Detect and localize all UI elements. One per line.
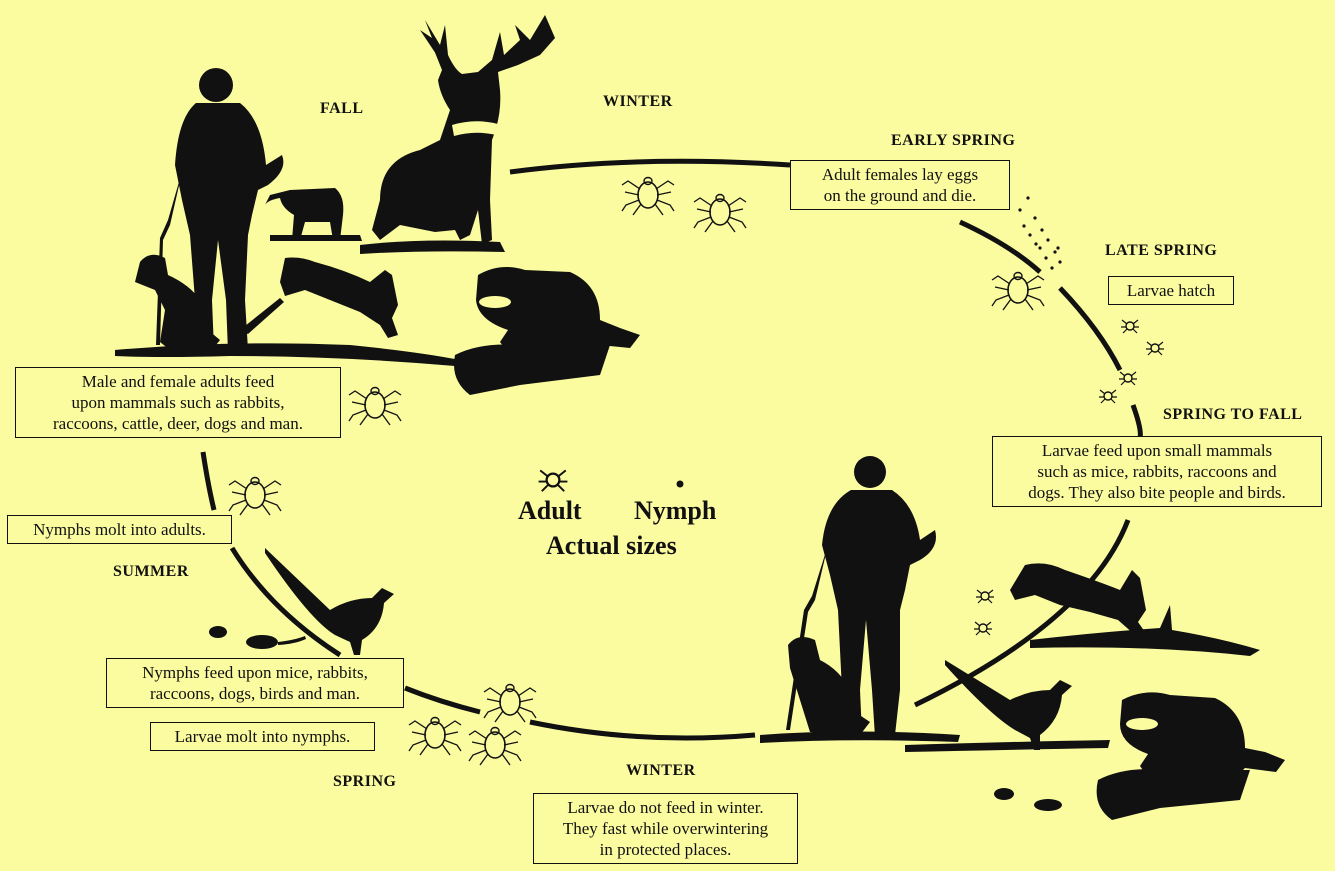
cycle-arc-lower-left xyxy=(405,688,480,712)
larvae-molt-box: Larvae molt into nymphs. xyxy=(150,722,375,751)
larva-icon xyxy=(974,622,992,635)
adult-tick-icon xyxy=(349,388,401,426)
box-line: Larvae do not feed in winter. xyxy=(540,797,791,818)
box-line: such as mice, rabbits, raccoons and xyxy=(999,461,1315,482)
box-line: Larvae hatch xyxy=(1115,280,1227,301)
adult-tick-icon xyxy=(622,178,674,216)
season-label-winter-top: WINTER xyxy=(603,93,673,111)
fall-hosts-silhouettes xyxy=(115,15,640,395)
cycle-arc-right-2 xyxy=(1133,405,1140,438)
female-tick-icon xyxy=(992,273,1044,311)
nymph-label: Nymph xyxy=(634,496,716,526)
larva-icon xyxy=(1146,342,1164,355)
season-label-summer: SUMMER xyxy=(113,563,189,581)
adult-label: Adult xyxy=(518,496,582,526)
box-line: Male and female adults feed xyxy=(22,371,334,392)
adult-tick-icon xyxy=(694,195,746,233)
actual-sizes-label: Actual sizes xyxy=(546,531,677,561)
spring-to-fall-box: Larvae feed upon small mammals such as m… xyxy=(992,436,1322,507)
box-line: Adult females lay eggs xyxy=(797,164,1003,185)
nymph-tick-icon xyxy=(229,478,281,516)
box-line: raccoons, cattle, deer, dogs and man. xyxy=(22,413,334,434)
box-line: Nymphs molt into adults. xyxy=(14,519,225,540)
season-label-late-spring: LATE SPRING xyxy=(1105,242,1217,260)
larva-icon xyxy=(1121,320,1139,333)
larva-tick-icon xyxy=(484,685,536,723)
nymph-size-icon xyxy=(677,481,684,488)
larva-icon xyxy=(1099,390,1117,403)
spring-to-fall-hosts-silhouettes xyxy=(760,456,1285,820)
fall-box: Male and female adults feed upon mammals… xyxy=(15,367,341,438)
adult-size-icon xyxy=(539,470,568,491)
box-line: in protected places. xyxy=(540,839,791,860)
cycle-arc-upper-right xyxy=(960,222,1040,272)
box-line: upon mammals such as rabbits, xyxy=(22,392,334,413)
cycle-arc-top xyxy=(510,161,790,172)
nymphs-feed-box: Nymphs feed upon mice, rabbits, raccoons… xyxy=(106,658,404,708)
box-line: Larvae molt into nymphs. xyxy=(157,726,368,747)
cycle-arc-bottom xyxy=(530,722,755,738)
season-label-spring-to-fall: SPRING TO FALL xyxy=(1163,406,1302,424)
box-line: dogs. They also bite people and birds. xyxy=(999,482,1315,503)
summer-box: Nymphs molt into adults. xyxy=(7,515,232,544)
winter-bottom-box: Larvae do not feed in winter. They fast … xyxy=(533,793,798,864)
late-spring-box: Larvae hatch xyxy=(1108,276,1234,305)
season-label-early-spring: EARLY SPRING xyxy=(891,132,1015,150)
larva-tick-icon xyxy=(409,718,461,756)
box-line: raccoons, dogs, birds and man. xyxy=(113,683,397,704)
larva-icon xyxy=(1119,372,1137,385)
box-line: on the ground and die. xyxy=(797,185,1003,206)
summer-hosts-silhouettes xyxy=(209,548,394,655)
box-line: They fast while overwintering xyxy=(540,818,791,839)
season-label-spring: SPRING xyxy=(333,773,396,791)
larva-icon xyxy=(976,590,994,603)
box-line: Larvae feed upon small mammals xyxy=(999,440,1315,461)
season-label-fall: FALL xyxy=(320,100,363,118)
early-spring-box: Adult females lay eggs on the ground and… xyxy=(790,160,1010,210)
larva-tick-icon xyxy=(469,728,521,766)
cycle-arc-left-upper xyxy=(203,452,214,510)
box-line: Nymphs feed upon mice, rabbits, xyxy=(113,662,397,683)
season-label-winter-bottom: WINTER xyxy=(626,762,696,780)
